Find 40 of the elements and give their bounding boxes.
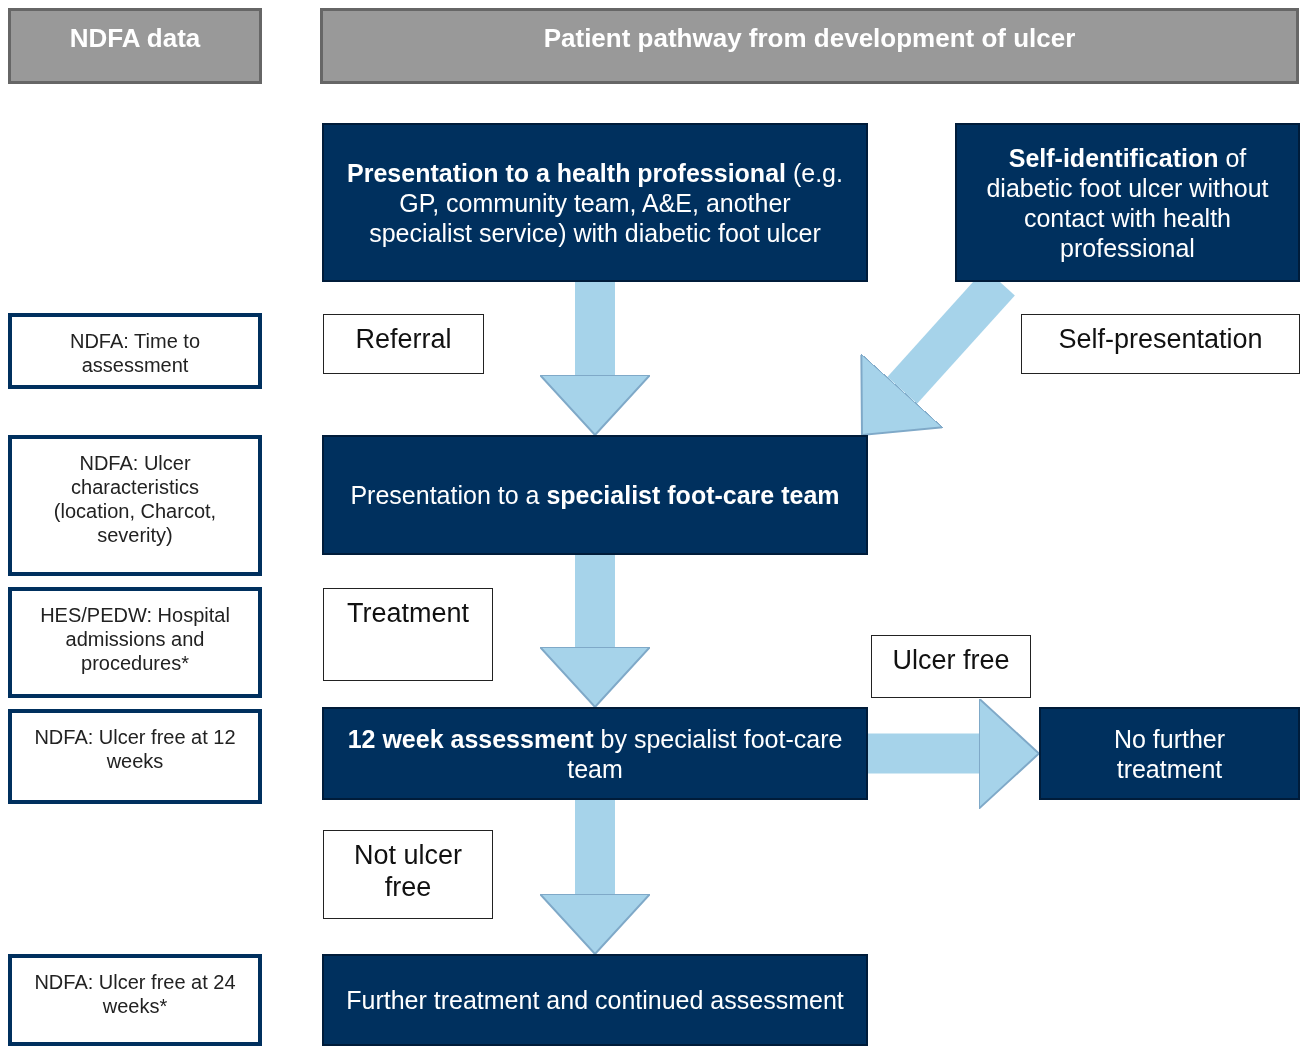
node-text: Presentation to a specialist foot-care team <box>350 480 840 510</box>
process-box <box>322 954 868 1046</box>
block-arrow <box>539 282 651 436</box>
node-text: NDFA: Time to assessment <box>69 329 201 377</box>
node-text: Patient pathway from development of ulcer <box>543 23 1076 55</box>
node-text: NDFA: Ulcer free at 24 weeks* <box>34 970 236 1018</box>
header-box <box>8 8 262 84</box>
node-text: No further treatment <box>1112 723 1227 784</box>
data-box <box>8 435 262 576</box>
node-text: NDFA: Ulcer characteristics (location, Charcot, severity) <box>52 451 218 547</box>
block-arrow <box>868 697 1040 810</box>
process-box <box>322 707 868 800</box>
data-box <box>8 587 262 698</box>
label-box <box>323 314 484 374</box>
node-text: Presentation to a health professional (e.g. GP, community team, A&E, another specialist service) with diabetic foot ulcer <box>346 157 844 248</box>
data-box <box>8 954 262 1046</box>
data-box <box>8 313 262 389</box>
node-text: Treatment <box>346 597 469 630</box>
label-box <box>323 830 493 919</box>
node-text: Ulcer free <box>892 644 1010 677</box>
process-box <box>322 435 868 555</box>
node-text: Not ulcer free <box>352 839 463 904</box>
node-text: NDFA: Ulcer free at 12 weeks <box>34 725 236 773</box>
label-box <box>323 588 493 681</box>
header-box <box>320 8 1299 84</box>
label-box <box>1021 314 1300 374</box>
node-text: Self-presentation <box>1058 323 1263 356</box>
block-arrow <box>539 555 651 708</box>
node-text: Further treatment and continued assessment <box>346 985 844 1015</box>
block-arrow <box>539 800 651 955</box>
node-text: HES/PEDW: Hospital admissions and procedures* <box>39 603 231 675</box>
node-text: NDFA data <box>69 23 201 55</box>
node-text: Self-identification of diabetic foot ulcer without contact with health professional <box>985 142 1270 263</box>
node-text: 12 week assessment by specialist foot-care team <box>346 723 844 784</box>
label-box <box>871 635 1031 698</box>
data-box <box>8 709 262 804</box>
process-box <box>955 123 1300 282</box>
process-box <box>1039 707 1300 800</box>
process-box <box>322 123 868 282</box>
node-text: Referral <box>355 323 452 356</box>
